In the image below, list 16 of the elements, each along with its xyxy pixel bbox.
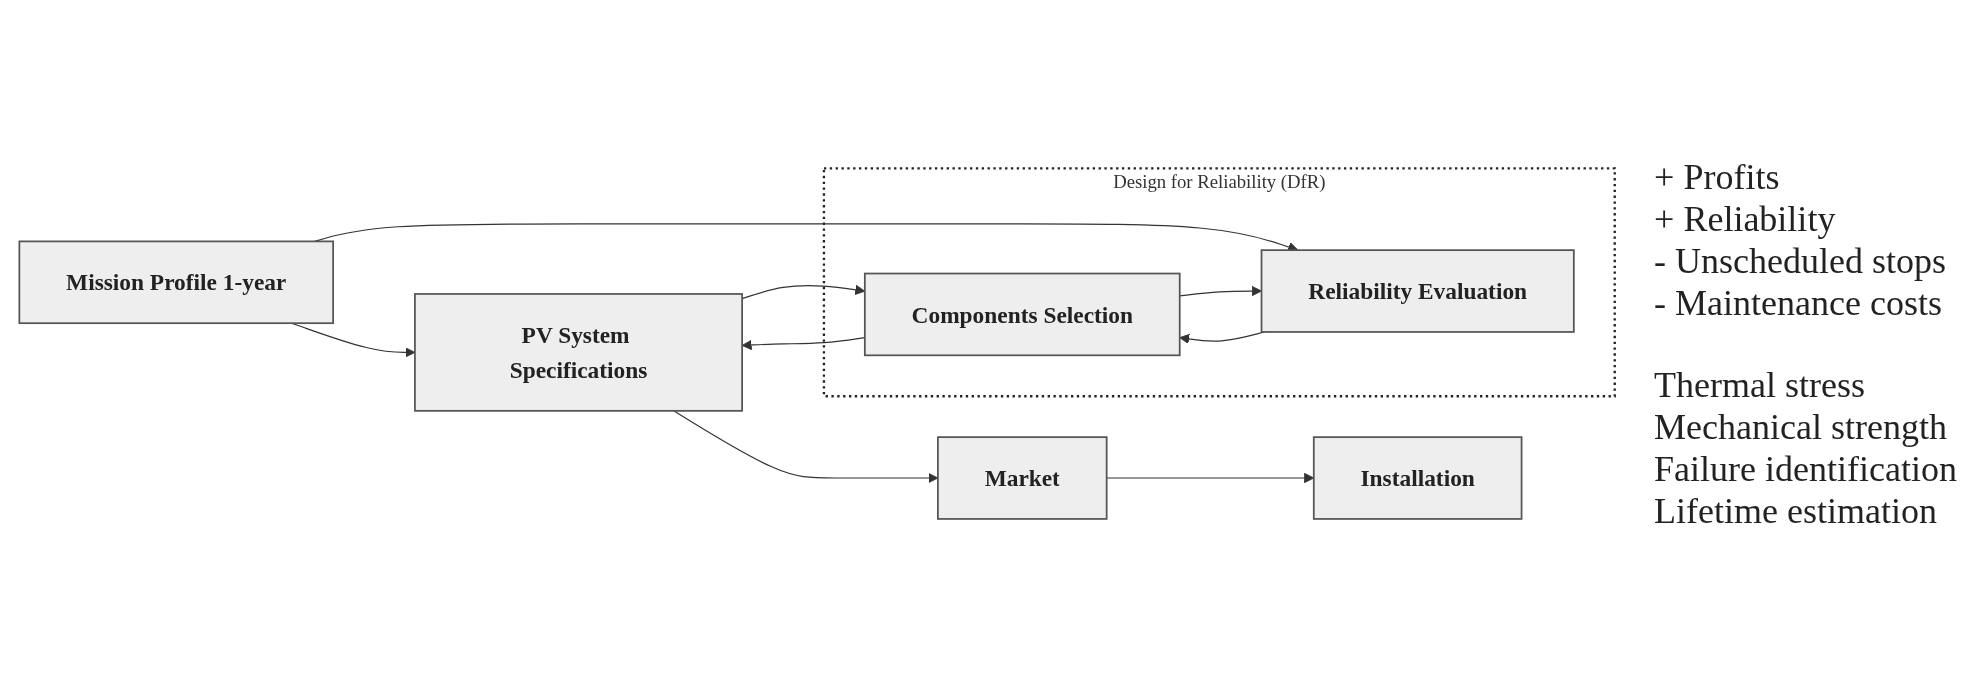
node-box: Components Selection (863, 272, 1181, 357)
note-text: + Profits (1654, 155, 1781, 198)
note-text: Failure identification (1654, 447, 1957, 490)
node-box: PV System Specifications (414, 292, 743, 412)
node-box: Market (937, 436, 1108, 520)
note-text: Lifetime estimation (1654, 489, 1938, 532)
note-text: - Unscheduled stops (1654, 239, 1948, 282)
arrow (1179, 285, 1262, 297)
node-box: Installation (1312, 436, 1523, 520)
node-box: Reliability Evaluation (1260, 249, 1575, 333)
arrow (314, 223, 1299, 252)
node-box: Mission Profile 1-year (18, 240, 334, 324)
note-text: - Maintenance costs (1654, 281, 1943, 324)
note-text: Mechanical strength (1654, 405, 1948, 448)
note-text: + Reliability (1654, 197, 1837, 240)
note-text: Thermal stress (1654, 363, 1867, 406)
